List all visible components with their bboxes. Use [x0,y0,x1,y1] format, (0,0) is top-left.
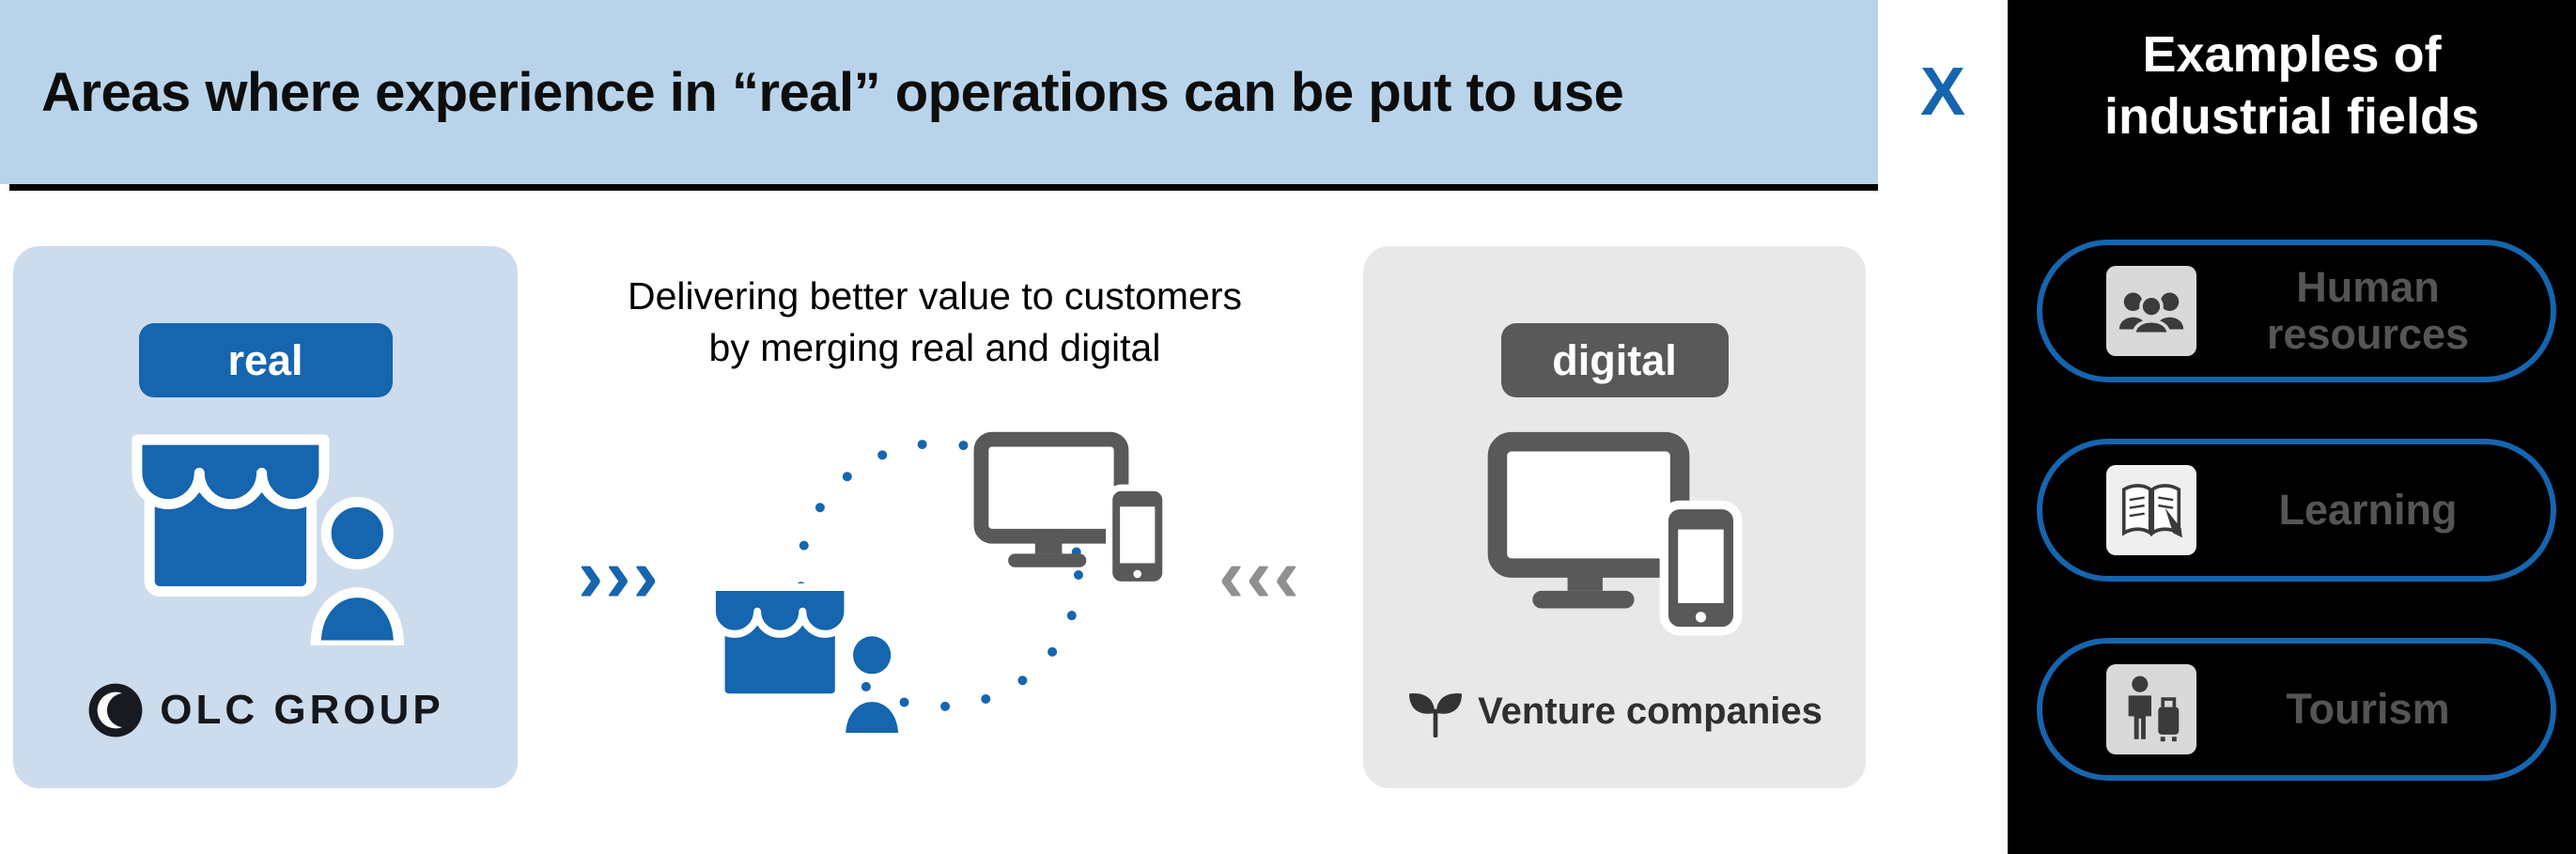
open-book-icon-glyph [2115,474,2188,547]
left-header-title: Areas where experience in “real” operati… [41,61,1624,123]
header-underline [9,184,1878,191]
digital-card: digital Venture companies [1363,246,1866,788]
traveler-icon [2106,664,2196,754]
right-title-line-2: industrial fields [2103,87,2480,145]
real-card: real OLC GROUP [13,246,518,788]
open-book-icon [2106,465,2196,555]
people-icon-glyph [2115,274,2188,348]
field-pill-tourism: Tourism [2037,638,2556,781]
industrial-fields-list: Human resources Learning Tourism [2037,240,2556,781]
field-label-human-resources: Human resources [2266,262,2470,358]
digital-badge: digital [1500,323,1729,397]
multiply-symbol: X [1919,54,1966,130]
field-pill-learning: Learning [2037,439,2556,582]
right-title-line-1: Examples of [2142,26,2442,83]
storefront-with-person-icon [120,429,411,645]
field-pill-human-resources: Human resources [2037,240,2556,382]
olc-logo-icon [86,681,145,739]
caption-line-2: by merging real and digital [708,326,1161,370]
left-chevron-arrows: ››› [578,533,660,618]
right-header-title: Examples of industrial fields [2008,0,2576,148]
field-label-tourism: Tourism [2286,684,2450,733]
people-icon [2106,266,2196,356]
real-badge: real [138,323,393,397]
industrial-fields-panel: Examples of industrial fields Human reso… [2008,0,2576,854]
monitor-and-smartphone-icon [1483,431,1746,642]
merge-graphic [700,418,1212,822]
right-chevron-arrows: ‹‹‹ [1218,533,1301,618]
dotted-ellipse [796,439,1083,711]
traveler-icon-glyph [2115,673,2188,746]
seedling-icon [1406,685,1465,738]
caption-line-1: Delivering better value to customers [627,274,1243,318]
venture-companies: Venture companies [1406,685,1823,738]
left-header-band: Areas where experience in “real” operati… [0,0,1878,184]
venture-companies-label: Venture companies [1478,690,1823,732]
field-label-learning: Learning [2278,485,2458,534]
olc-logo-text: OLC GROUP [160,687,444,733]
storefront-with-person-icon [700,580,911,737]
monitor-and-smartphone-icon [970,431,1172,593]
olc-group-logo: OLC GROUP [86,681,443,739]
center-caption: Delivering better value to customers by … [568,271,1301,375]
